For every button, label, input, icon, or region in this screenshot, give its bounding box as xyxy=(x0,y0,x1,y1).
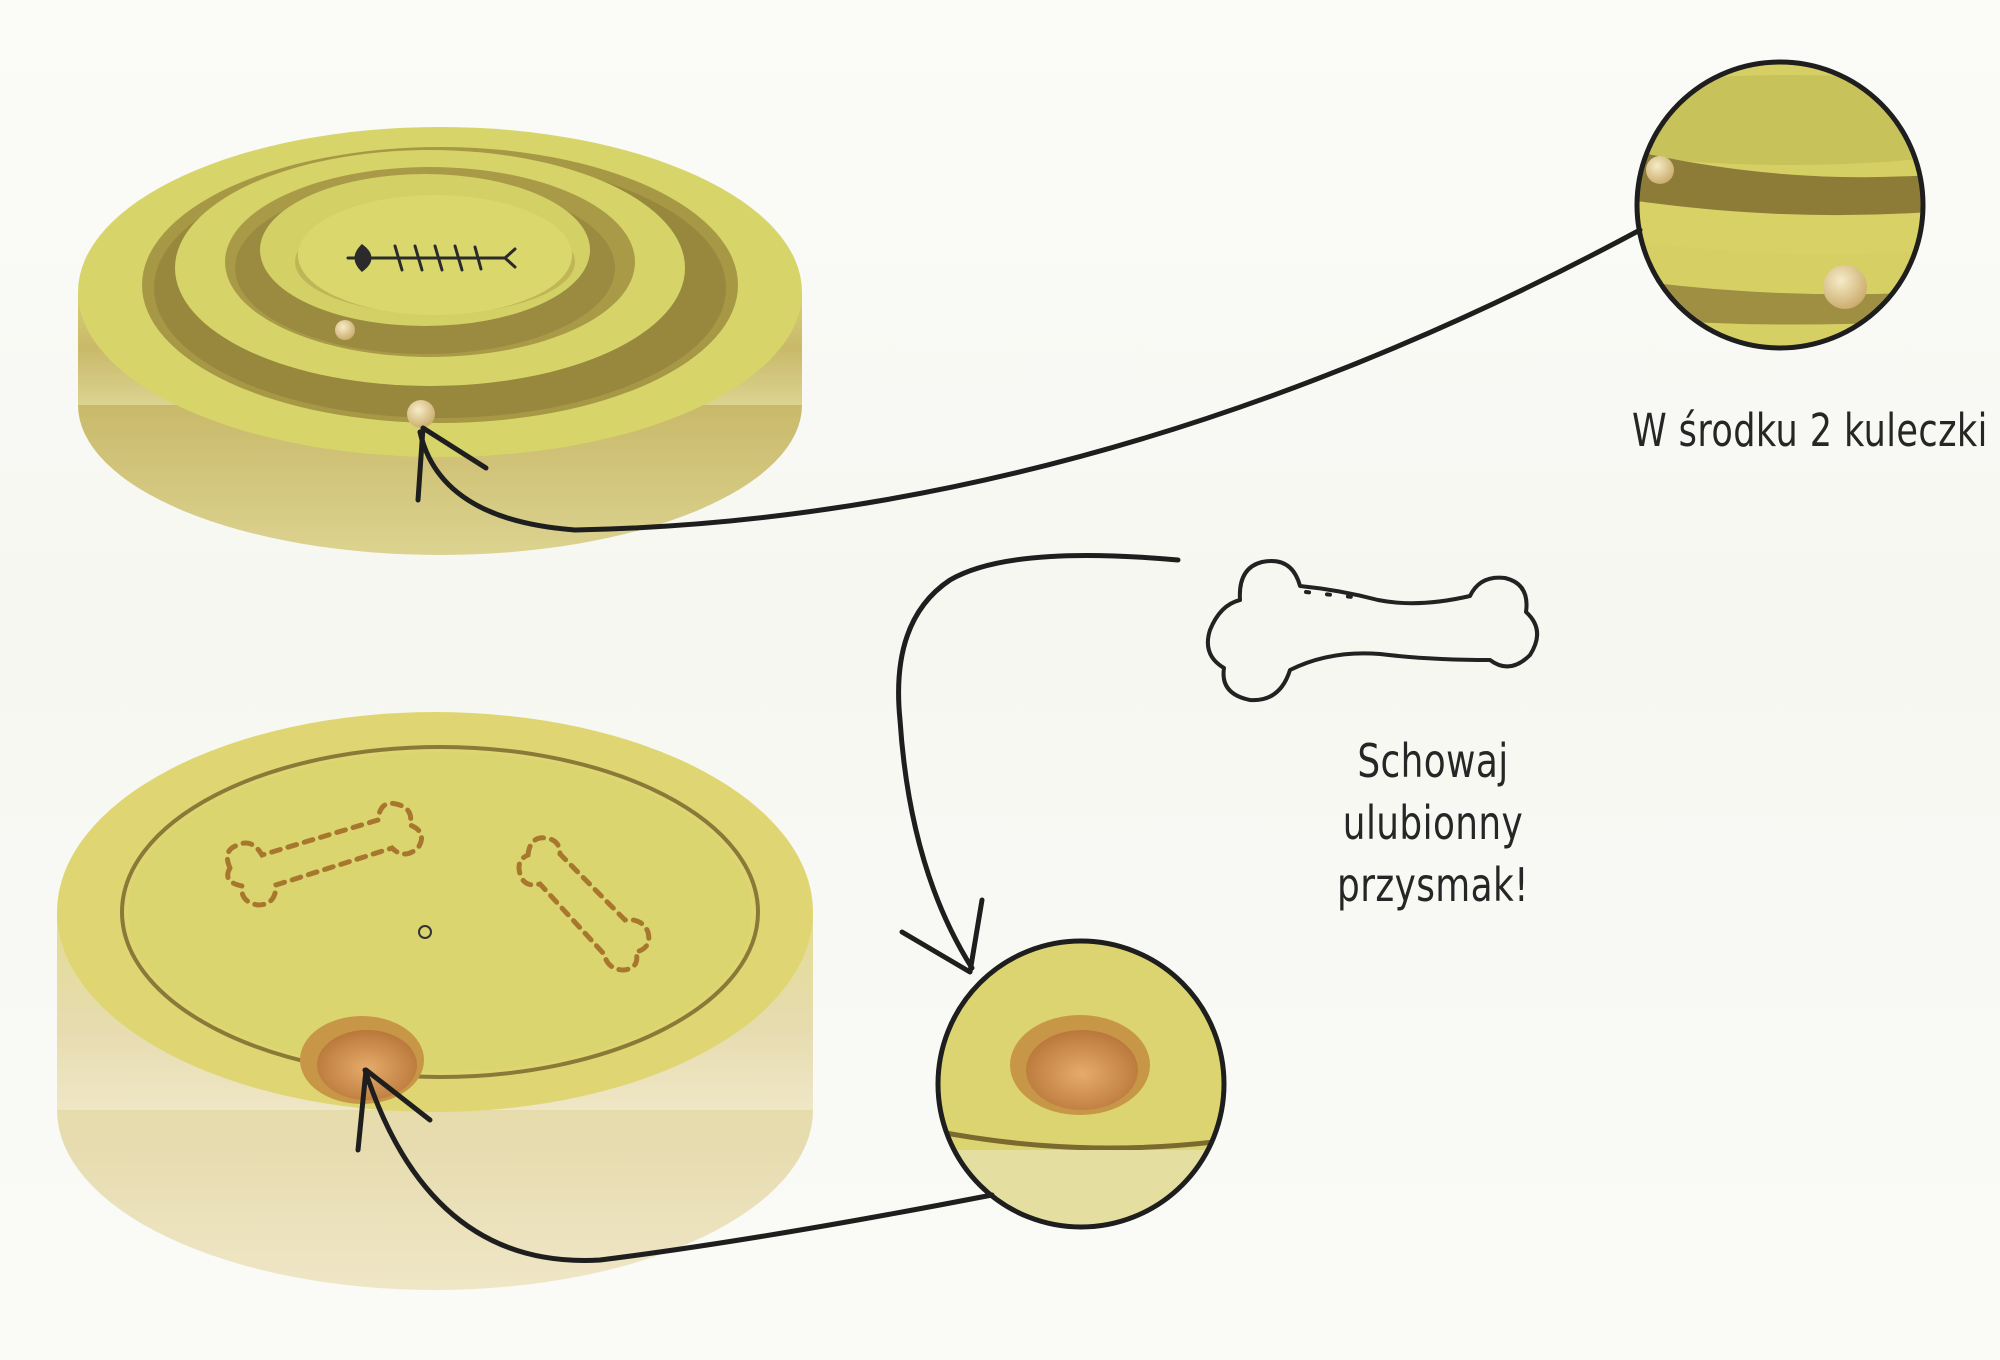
caption-hide-treat: Schowaj ulubionny przysmak! xyxy=(1273,730,1593,916)
arrow-head xyxy=(415,425,489,503)
zoom-callout-hole xyxy=(935,938,1227,1230)
treat-hole xyxy=(317,1030,417,1100)
arrow-to-hole xyxy=(362,1067,995,1263)
zoom-callout-balls xyxy=(1634,59,1926,351)
caption-hide-treat-line2: przysmak! xyxy=(1337,858,1529,912)
fish-bone-icon xyxy=(346,244,517,272)
dashed-bone-left xyxy=(224,800,425,908)
center-screw xyxy=(418,925,432,939)
arrow-to-balls xyxy=(417,227,1643,533)
arrow-head xyxy=(355,1067,433,1153)
bone-icon xyxy=(1205,559,1539,703)
arrow-head xyxy=(899,897,985,975)
dashed-bone-right xyxy=(516,835,652,973)
curved-arrow xyxy=(355,227,1643,1263)
treat-lid xyxy=(128,752,752,1072)
zoom-ring xyxy=(935,938,1227,1230)
maze-toy xyxy=(78,127,802,555)
maze-center-disc xyxy=(298,195,572,315)
ball xyxy=(335,320,355,340)
arrow-to-zoom2 xyxy=(896,553,1181,971)
caption-balls-inside: W środku 2 kuleczki xyxy=(1632,404,1988,457)
treat-toy xyxy=(57,712,813,1290)
zoom-ring xyxy=(1634,59,1926,351)
treat-lid-groove xyxy=(120,745,760,1079)
caption-hide-treat-line1: Schowaj ulubionny xyxy=(1342,734,1524,850)
ball xyxy=(407,400,435,428)
